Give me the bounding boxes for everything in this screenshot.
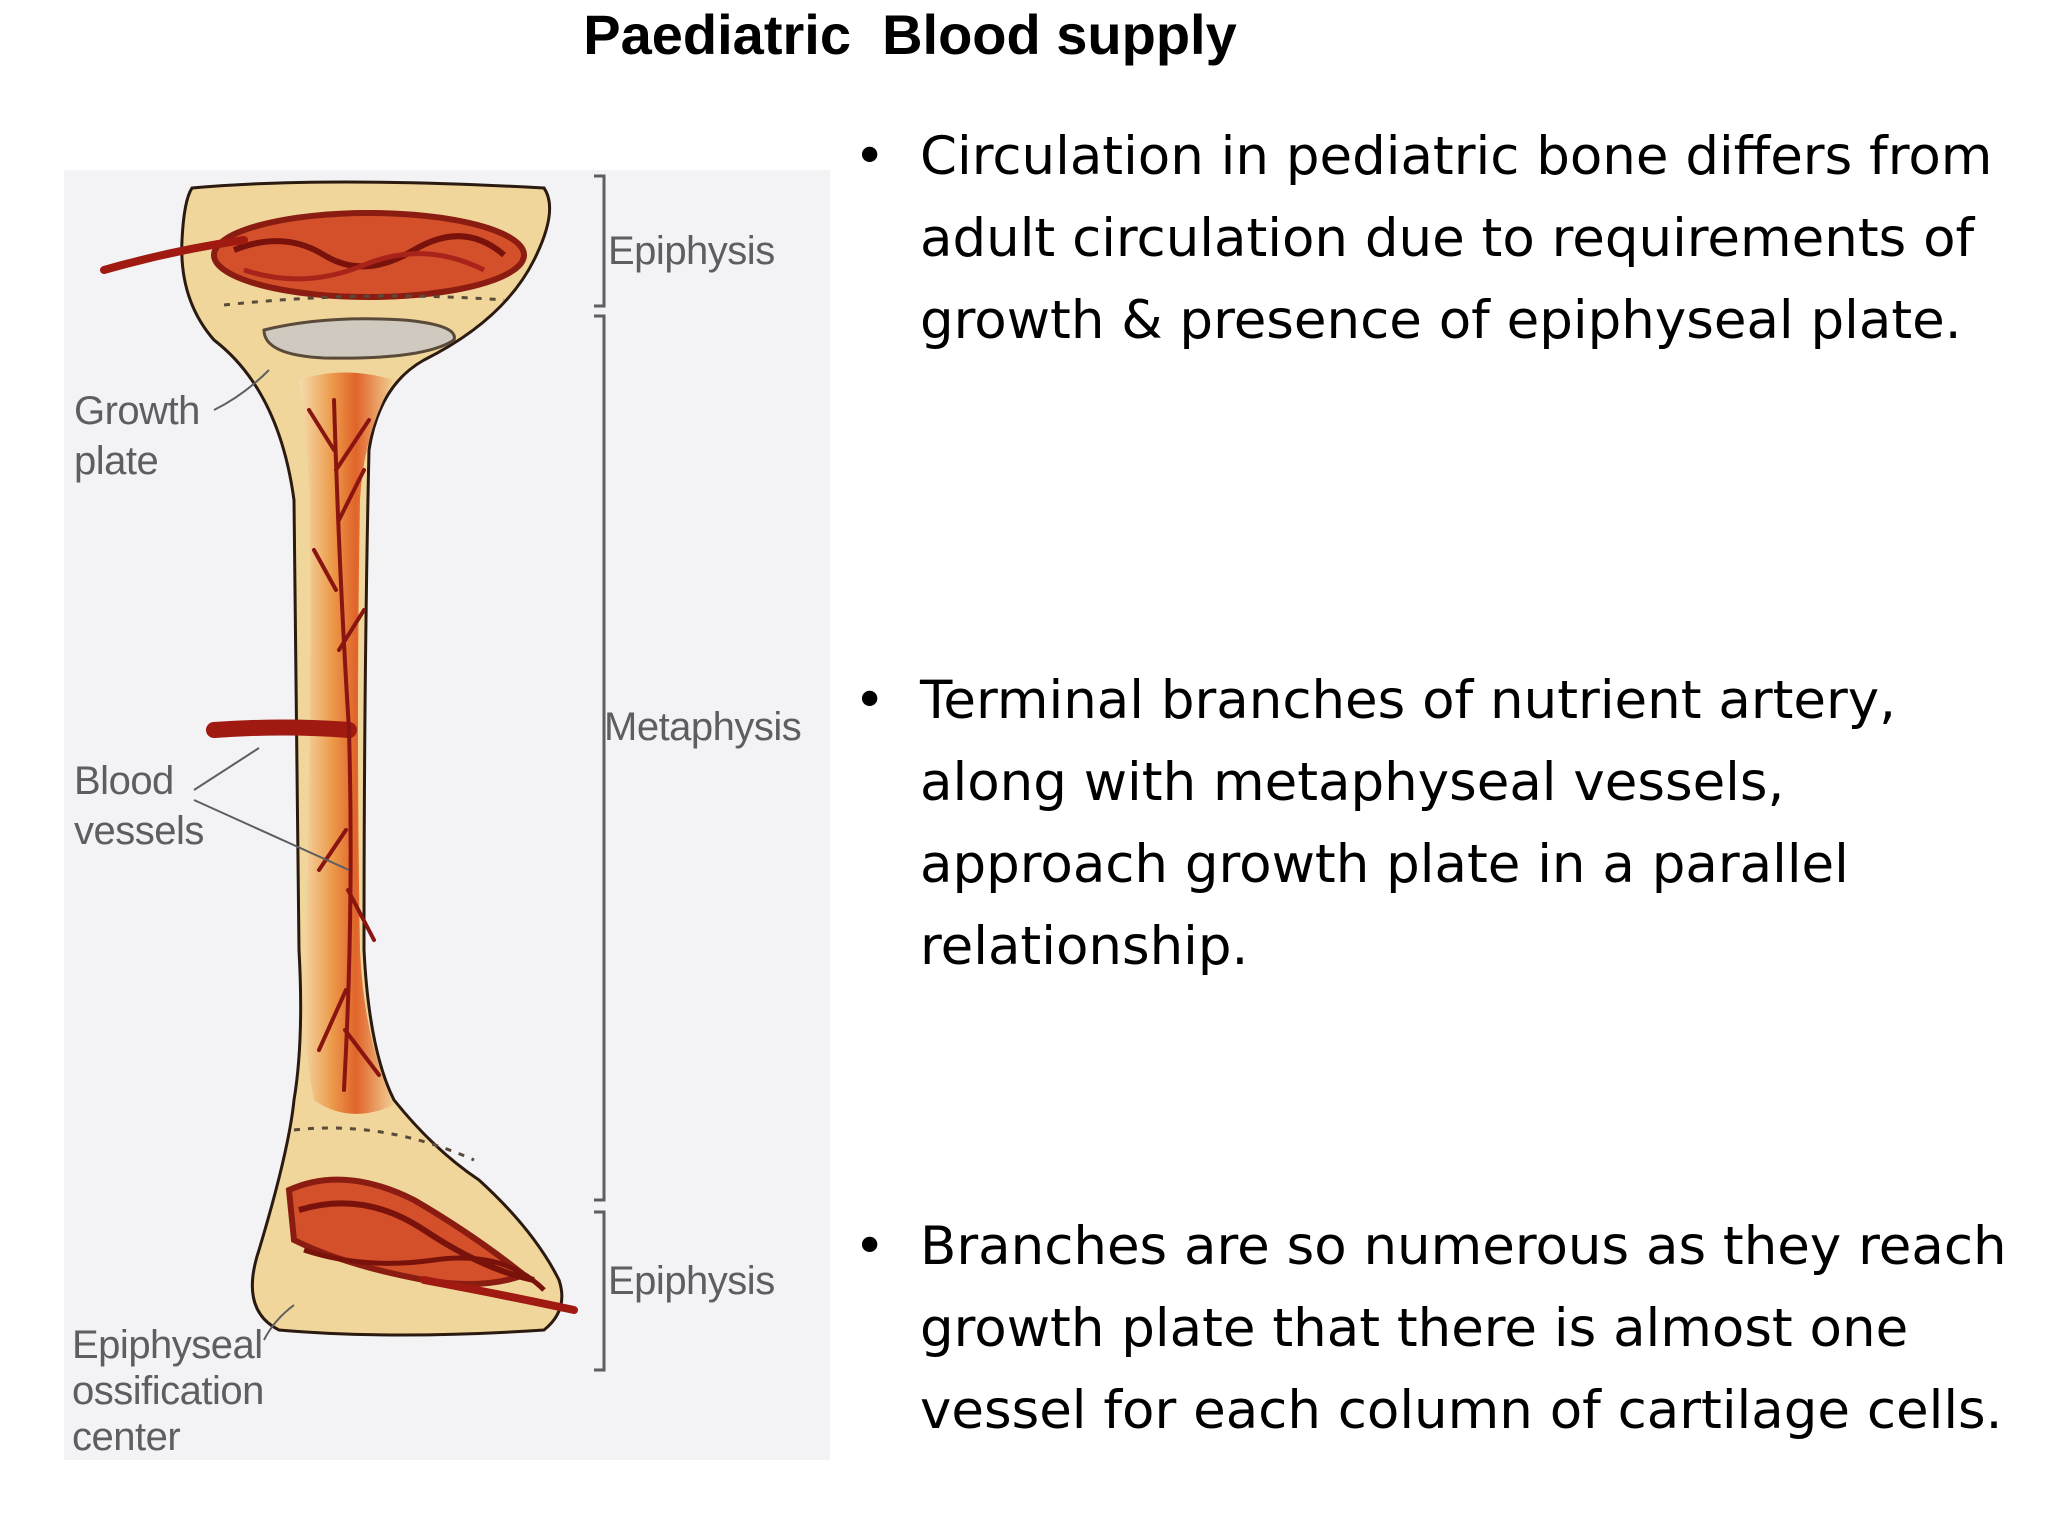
bullet-list: • Circulation in pediatric bone differs …	[840, 0, 2040, 1536]
label-ossification-line3: center	[72, 1415, 181, 1459]
slide-title: Paediatric Blood supply	[583, 3, 1237, 66]
label-blood-vessels-line2: vessels	[74, 809, 204, 853]
nutrient-artery	[206, 719, 357, 738]
label-ossification-line1: Epiphyseal	[72, 1323, 263, 1367]
label-epiphysis-bottom: Epiphysis	[608, 1259, 775, 1303]
label-growth-plate-line1: Growth	[74, 389, 200, 433]
label-metaphysis: Metaphysis	[604, 705, 802, 749]
bullet-text: Branches are so numerous as they reach g…	[920, 1216, 2007, 1441]
label-ossification-line2: ossification	[72, 1369, 264, 1413]
marrow-cavity	[299, 372, 394, 1114]
epiphysis-top-vessels	[211, 210, 527, 300]
shaft-vessels	[307, 398, 381, 1092]
label-epiphysis-top: Epiphysis	[608, 229, 775, 273]
bullet-text: Circulation in pediatric bone differs fr…	[920, 126, 1993, 351]
region-brackets	[594, 174, 606, 1372]
bone-diagram: Epiphysis Metaphysis Epiphysis Growth pl…	[64, 170, 830, 1460]
label-leaders	[193, 369, 350, 1341]
bullet-dot: •	[854, 1216, 886, 1277]
label-growth-plate-line2: plate	[74, 439, 159, 483]
epiphyseal-artery-top	[100, 236, 248, 274]
bullet-dot: •	[854, 670, 886, 731]
growth-plate-top	[262, 317, 456, 360]
label-blood-vessels-line1: Blood	[74, 759, 174, 803]
bone-illustration	[100, 174, 606, 1372]
bullet-text: Terminal branches of nutrient artery, al…	[920, 670, 1897, 977]
bullet-dot: •	[854, 126, 886, 187]
epiphysis-bottom-vessels	[285, 1176, 578, 1314]
